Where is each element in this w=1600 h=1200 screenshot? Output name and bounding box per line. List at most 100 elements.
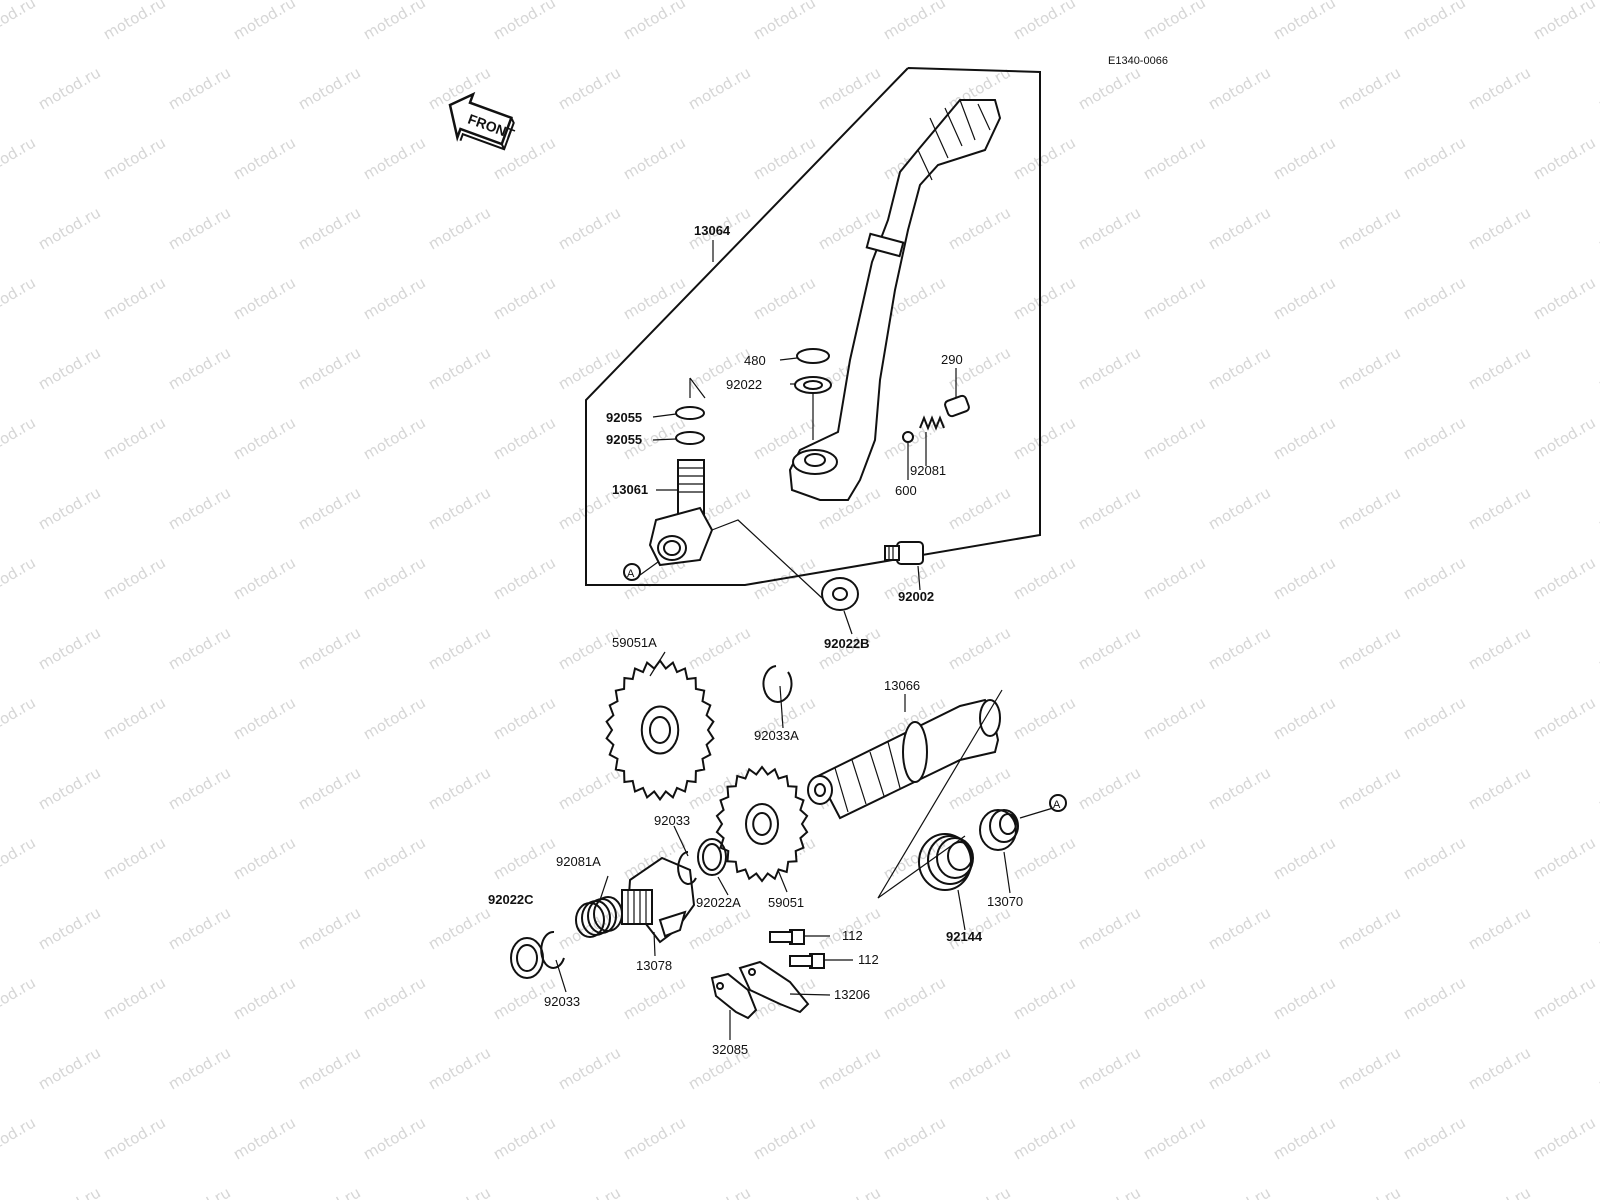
- watermark-text: motod.ru: [620, 1113, 689, 1163]
- watermark-text: motod.ru: [490, 693, 559, 743]
- label-480: 480: [744, 353, 766, 368]
- watermark-text: motod.ru: [1075, 903, 1144, 953]
- watermark-text: motod.ru: [1530, 273, 1599, 323]
- watermark-text: motod.ru: [490, 273, 559, 323]
- watermark-text: motod.ru: [230, 833, 299, 883]
- watermark-text: motod.ru: [1595, 623, 1600, 673]
- watermark-text: motod.ru: [230, 693, 299, 743]
- watermark-text: motod.ru: [1140, 833, 1209, 883]
- watermark-text: motod.ru: [1075, 1183, 1144, 1200]
- watermark-text: motod.ru: [0, 1113, 39, 1163]
- watermark-text: motod.ru: [360, 0, 429, 43]
- watermark-text: motod.ru: [750, 0, 819, 43]
- watermark-text: motod.ru: [1400, 133, 1469, 183]
- watermark-text: motod.ru: [1075, 763, 1144, 813]
- watermark-text: motod.ru: [360, 693, 429, 743]
- watermark-text: motod.ru: [1400, 833, 1469, 883]
- watermark-text: motod.ru: [1465, 1183, 1534, 1200]
- watermark-text: motod.ru: [1270, 133, 1339, 183]
- watermark-text: motod.ru: [1335, 63, 1404, 113]
- watermark-text: motod.ru: [230, 553, 299, 603]
- watermark-text: motod.ru: [100, 0, 169, 43]
- watermark-text: motod.ru: [815, 1183, 884, 1200]
- kick-shaft-13066: [807, 698, 1001, 820]
- watermark-text: motod.ru: [165, 1183, 234, 1200]
- washer-92022: [794, 376, 832, 394]
- watermark-text: motod.ru: [425, 343, 494, 393]
- watermark-text: motod.ru: [1465, 63, 1534, 113]
- gear-59051: [715, 765, 809, 883]
- label-92081A: 92081A: [556, 854, 601, 869]
- watermark-text: motod.ru: [1075, 623, 1144, 673]
- watermark-text: motod.ru: [620, 133, 689, 183]
- ref-mark-a-upper: A: [623, 563, 641, 581]
- watermark-text: motod.ru: [1400, 553, 1469, 603]
- watermark-text: motod.ru: [1465, 903, 1534, 953]
- watermark-text: motod.ru: [35, 483, 104, 533]
- watermark-text: motod.ru: [35, 623, 104, 673]
- watermark-text: motod.ru: [295, 1043, 364, 1093]
- watermark-text: motod.ru: [35, 763, 104, 813]
- watermark-text: motod.ru: [880, 973, 949, 1023]
- watermark-text: motod.ru: [1335, 483, 1404, 533]
- watermark-text: motod.ru: [1335, 1183, 1404, 1200]
- watermark-text: motod.ru: [1075, 1043, 1144, 1093]
- watermark-text: motod.ru: [1270, 1113, 1339, 1163]
- watermark-text: motod.ru: [230, 133, 299, 183]
- watermark-text: motod.ru: [1400, 273, 1469, 323]
- watermark-text: motod.ru: [1595, 63, 1600, 113]
- label-112-b: 112: [858, 952, 879, 967]
- watermark-text: motod.ru: [880, 1113, 949, 1163]
- spring-92081A: [575, 896, 623, 938]
- watermark-text: motod.ru: [1010, 553, 1079, 603]
- label-92081: 92081: [910, 463, 946, 478]
- watermark-text: motod.ru: [0, 973, 39, 1023]
- watermark-text: motod.ru: [1205, 903, 1274, 953]
- watermark-text: motod.ru: [685, 63, 754, 113]
- circlip-92033: [677, 851, 697, 885]
- watermark-text: motod.ru: [35, 903, 104, 953]
- watermark-text: motod.ru: [1010, 133, 1079, 183]
- watermark-text: motod.ru: [1205, 763, 1274, 813]
- watermark-text: motod.ru: [1270, 413, 1339, 463]
- circlip-92055-a: [675, 406, 705, 420]
- watermark-text: motod.ru: [1595, 1183, 1600, 1200]
- watermark-text: motod.ru: [425, 903, 494, 953]
- watermark-text: motod.ru: [1140, 973, 1209, 1023]
- watermark-text: motod.ru: [1010, 693, 1079, 743]
- watermark-text: motod.ru: [1595, 1043, 1600, 1093]
- spring-holder-13070: [979, 809, 1019, 851]
- watermark-text: motod.ru: [1530, 553, 1599, 603]
- label-13061: 13061: [612, 482, 648, 497]
- watermark-text: motod.ru: [1205, 203, 1274, 253]
- label-92055-a: 92055: [606, 410, 642, 425]
- watermark-text: motod.ru: [945, 623, 1014, 673]
- label-32085: 32085: [712, 1042, 748, 1057]
- label-59051: 59051: [768, 895, 804, 910]
- label-112-a: 112: [842, 928, 863, 943]
- watermark-text: motod.ru: [425, 483, 494, 533]
- watermark-text: motod.ru: [1075, 483, 1144, 533]
- circlip-92055-b: [675, 431, 705, 445]
- ref-mark-a-lower: A: [1049, 794, 1067, 812]
- watermark-text: motod.ru: [100, 693, 169, 743]
- watermark-text: motod.ru: [165, 763, 234, 813]
- circlip-92033A: [762, 665, 793, 703]
- watermark-text: motod.ru: [0, 273, 39, 323]
- watermark-text: motod.ru: [100, 273, 169, 323]
- watermark-text: motod.ru: [490, 553, 559, 603]
- watermark-text: motod.ru: [1270, 973, 1339, 1023]
- watermark-text: motod.ru: [360, 973, 429, 1023]
- watermark-text: motod.ru: [295, 343, 364, 393]
- label-92033: 92033: [654, 813, 690, 828]
- ball-600: [902, 431, 914, 443]
- watermark-text: motod.ru: [1075, 63, 1144, 113]
- watermark-text: motod.ru: [295, 763, 364, 813]
- label-92002: 92002: [898, 589, 934, 604]
- watermark-text: motod.ru: [620, 973, 689, 1023]
- label-13064: 13064: [694, 223, 731, 238]
- watermark-text: motod.ru: [425, 1183, 494, 1200]
- watermark-text: motod.ru: [295, 903, 364, 953]
